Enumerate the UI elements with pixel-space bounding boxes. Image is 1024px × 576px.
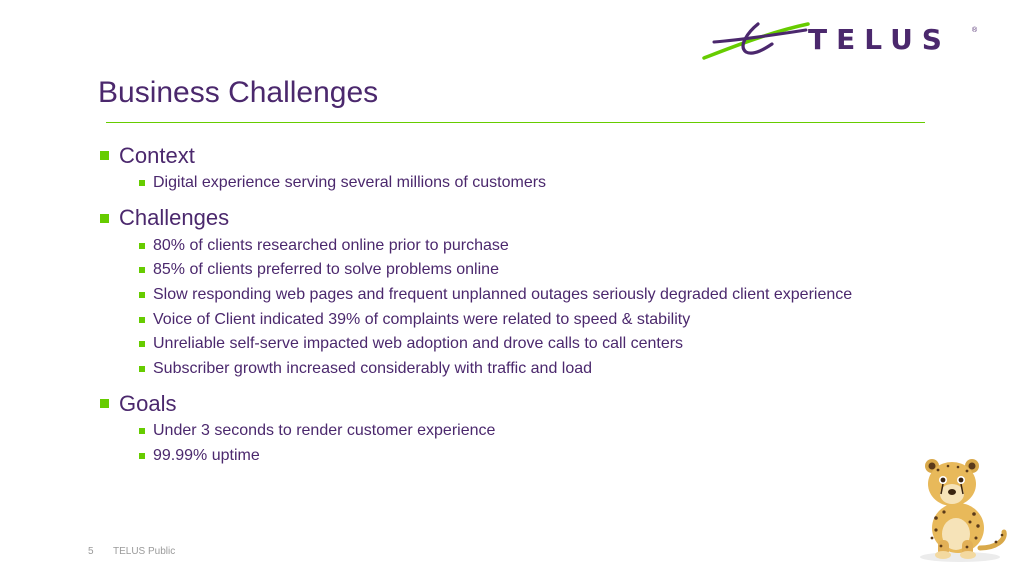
cheetah-mascot-icon — [920, 459, 1007, 562]
bullet-square-icon — [100, 213, 109, 223]
bullet-square-icon — [139, 267, 145, 274]
telus-logo: TELUS ® — [700, 18, 985, 64]
sub-bullet-text: Unreliable self-serve impacted web adopt… — [153, 335, 684, 353]
bullet-square-icon — [139, 341, 145, 348]
sub-bullet: 85% of clients preferred to solve proble… — [100, 258, 960, 283]
bullet-square-icon — [139, 428, 145, 435]
footer-label: TELUS Public — [113, 546, 176, 557]
section-challenges: Challenges 80% of clients researched onl… — [100, 203, 960, 382]
bullet-square-icon — [100, 399, 109, 409]
heading-text: Challenges — [119, 205, 230, 231]
bullet-square-icon — [139, 453, 145, 460]
telus-swoosh-icon — [702, 22, 810, 60]
telus-wordmark: TELUS — [808, 23, 951, 56]
page-number: 5 — [88, 546, 94, 557]
bullet-heading: Challenges — [100, 203, 960, 234]
bullet-content: Context Digital experience serving sever… — [100, 140, 960, 475]
sub-bullet: Under 3 seconds to render customer exper… — [100, 419, 960, 444]
bullet-square-icon — [139, 292, 145, 299]
registered-mark: ® — [972, 27, 978, 34]
heading-text: Goals — [119, 390, 177, 416]
section-context: Context Digital experience serving sever… — [100, 140, 960, 196]
bullet-heading: Goals — [100, 388, 960, 419]
heading-text: Context — [119, 142, 195, 168]
sub-bullet-text: Voice of Client indicated 39% of complai… — [153, 310, 691, 328]
sub-bullet: Unreliable self-serve impacted web adopt… — [100, 332, 960, 357]
sub-bullet: Voice of Client indicated 39% of complai… — [100, 307, 960, 332]
sub-bullet-text: Subscriber growth increased considerably… — [153, 359, 593, 377]
sub-bullet-text: Slow responding web pages and frequent u… — [153, 286, 853, 304]
bullet-heading: Context — [100, 140, 960, 171]
sub-bullet: Digital experience serving several milli… — [100, 171, 960, 196]
title-divider — [106, 122, 925, 123]
sub-bullet-text: Digital experience serving several milli… — [153, 174, 547, 192]
sub-bullet: Slow responding web pages and frequent u… — [100, 283, 960, 308]
bullet-square-icon — [139, 316, 145, 323]
bullet-square-icon — [139, 365, 145, 372]
section-goals: Goals Under 3 seconds to render customer… — [100, 388, 960, 468]
sub-bullet: Subscriber growth increased considerably… — [100, 357, 960, 382]
sub-bullet-text: 80% of clients researched online prior t… — [153, 236, 509, 254]
sub-bullet-text: 85% of clients preferred to solve proble… — [153, 261, 499, 279]
bullet-square-icon — [100, 151, 109, 160]
bullet-square-icon — [139, 180, 145, 187]
page-title: Business Challenges — [98, 76, 379, 109]
sub-bullet: 80% of clients researched online prior t… — [100, 234, 960, 259]
sub-bullet-text: 99.99% uptime — [153, 447, 260, 465]
bullet-square-icon — [139, 242, 145, 249]
sub-bullet: 99.99% uptime — [100, 444, 960, 469]
sub-bullet-text: Under 3 seconds to render customer exper… — [153, 422, 496, 440]
